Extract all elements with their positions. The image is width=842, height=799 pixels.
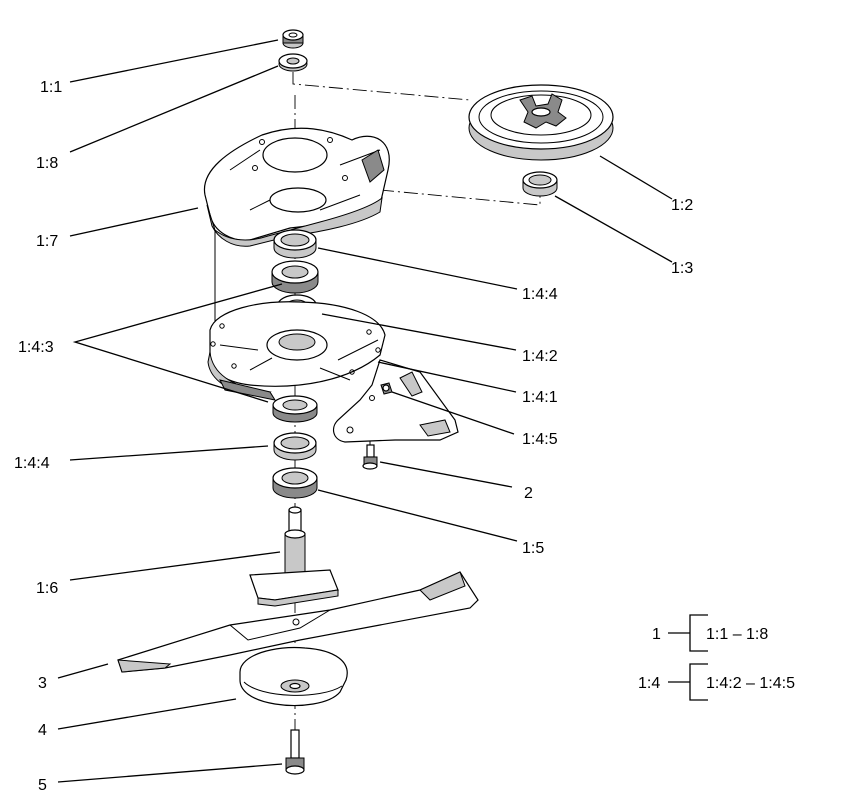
bolt-2 — [362, 444, 378, 470]
blade-bolt-5 — [285, 729, 305, 775]
callout-1-5: 1:5 — [522, 540, 544, 557]
callout-5: 5 — [38, 777, 47, 794]
bearing-cup-1-4-4-top — [273, 229, 317, 259]
washer-1-8 — [278, 53, 308, 72]
leader-lines — [57, 39, 673, 783]
callout-1-7: 1:7 — [36, 233, 58, 250]
callout-1-6: 1:6 — [36, 580, 58, 597]
callout-1-4-3: 1:4:3 — [18, 339, 54, 356]
seal-1-5 — [272, 467, 318, 499]
retainer-4 — [239, 646, 348, 707]
callout-1-4-2: 1:4:2 — [522, 348, 558, 365]
callout-1-4-4-bottom: 1:4:4 — [14, 455, 50, 472]
bracket — [332, 359, 459, 443]
legend-parent-1-4: 1:4 — [638, 675, 660, 692]
assembly-legend: 1 1:1 – 1:8 1:4 1:4:2 – 1:4:5 — [638, 614, 795, 701]
blade-3 — [117, 571, 479, 673]
callout-1-4-1: 1:4:1 — [522, 389, 558, 406]
legend-range-1: 1:1 – 1:8 — [706, 626, 768, 643]
legend-range-1-4: 1:4:2 – 1:4:5 — [706, 675, 795, 692]
callout-1-2: 1:2 — [671, 197, 693, 214]
bearing-1-4-3-bottom — [272, 395, 318, 423]
callout-1-1: 1:1 — [40, 79, 62, 96]
callout-1-4-4-top: 1:4:4 — [522, 286, 558, 303]
housing-1-7 — [203, 127, 390, 247]
callout-2: 2 — [524, 485, 533, 502]
bearing-1-4-3-top — [271, 260, 319, 294]
bearing-cup-1-4-4-bottom — [273, 432, 317, 461]
spindle-housing-1-4-1 — [207, 301, 386, 401]
spindle-shaft-1-6 — [249, 506, 339, 607]
nut-1-1 — [282, 29, 304, 49]
callout-1-8: 1:8 — [36, 155, 58, 172]
legend-parent-1: 1 — [652, 626, 661, 643]
pulley-1-2 — [468, 84, 614, 161]
bushing-1-3 — [522, 171, 558, 197]
callout-labels: 1:1 1:8 1:2 1:3 1:7 1:4:4 1:4:3 1:4:2 1:… — [14, 79, 693, 794]
callout-1-4-5: 1:4:5 — [522, 431, 558, 448]
callout-1-3: 1:3 — [671, 260, 693, 277]
callout-4: 4 — [38, 722, 47, 739]
callout-3: 3 — [38, 675, 47, 692]
